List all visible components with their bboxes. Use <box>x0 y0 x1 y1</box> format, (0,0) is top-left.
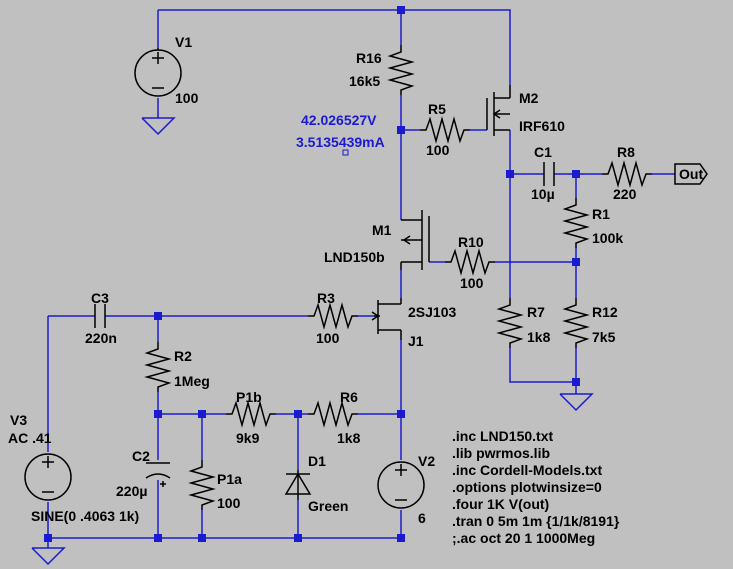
resistor-p1b[interactable] <box>226 400 276 428</box>
v3-value: AC .41 <box>8 430 52 446</box>
c3-name: C3 <box>91 290 109 306</box>
r16-name: R16 <box>356 50 382 66</box>
v2-value: 6 <box>418 510 426 526</box>
r16-value: 16k5 <box>349 73 380 89</box>
v3-source: SINE(0 .4063 1k) <box>31 508 139 524</box>
jfet-j1[interactable] <box>371 298 402 340</box>
resistor-r7[interactable] <box>496 298 524 348</box>
ground-symbol-r12 <box>559 393 594 412</box>
c3-value: 220n <box>85 330 117 346</box>
probe-cursor-icon <box>342 149 349 156</box>
junctions <box>44 6 580 542</box>
j1-name: J1 <box>408 333 424 349</box>
r1-value: 100k <box>592 230 623 246</box>
c2-name: C2 <box>132 448 150 464</box>
v1-value: 100 <box>175 90 199 106</box>
capacitor-c2[interactable] <box>145 462 171 487</box>
m1-value: LND150b <box>324 249 385 265</box>
c1-value: 10µ <box>531 186 555 202</box>
resistor-r3[interactable] <box>308 302 358 330</box>
directive-line: .inc LND150.txt <box>452 428 553 444</box>
mosfet-m1[interactable] <box>400 210 430 270</box>
operating-point-readout: 42.026527V 3.5135439mA <box>296 112 385 150</box>
r1-name: R1 <box>592 206 610 222</box>
d1-value: Green <box>308 498 348 514</box>
resistor-r16[interactable] <box>387 45 415 95</box>
resistor-r6[interactable] <box>308 400 358 428</box>
p1b-name: P1b <box>236 389 262 405</box>
directive-line: .tran 0 5m 1m {1/1k/8191} <box>452 513 620 529</box>
mosfet-m2[interactable] <box>486 85 511 136</box>
r2-value: 1Meg <box>174 373 210 389</box>
ground-symbol-v1 <box>141 117 176 136</box>
net-label-out: Out <box>679 166 703 182</box>
d1-name: D1 <box>308 453 326 469</box>
p1a-name: P1a <box>217 471 242 487</box>
r2-name: R2 <box>174 348 192 364</box>
r8-value: 220 <box>613 186 637 202</box>
voltage-source-v2[interactable] <box>377 461 425 509</box>
r12-name: R12 <box>592 304 618 320</box>
r6-name: R6 <box>340 389 358 405</box>
probe-voltage: 42.026527V <box>301 112 377 128</box>
r6-value: 1k8 <box>337 430 361 446</box>
resistor-r2[interactable] <box>144 342 172 392</box>
resistor-r1[interactable] <box>562 198 590 248</box>
v1-name: V1 <box>175 34 192 50</box>
directive-line: .options plotwinsize=0 <box>452 479 602 495</box>
m1-name: M1 <box>372 222 392 238</box>
v3-name: V3 <box>10 412 27 428</box>
spice-directives[interactable]: .inc LND150.txt .lib pwrmos.lib .inc Cor… <box>452 428 620 546</box>
r10-name: R10 <box>458 234 484 250</box>
resistor-r12[interactable] <box>562 298 590 348</box>
r10-value: 100 <box>460 275 484 291</box>
wires <box>47 9 675 548</box>
resistor-r8[interactable] <box>602 160 652 188</box>
net-flag-out[interactable] <box>674 163 708 185</box>
r7-value: 1k8 <box>527 329 551 345</box>
c1-name: C1 <box>534 144 552 160</box>
m2-name: M2 <box>519 90 539 106</box>
c2-value: 220µ <box>116 483 147 499</box>
r3-value: 100 <box>316 330 340 346</box>
resistor-r5[interactable] <box>420 116 470 144</box>
directive-line: ;.ac oct 20 1 1000Meg <box>452 530 595 546</box>
directive-line: .lib pwrmos.lib <box>452 445 550 461</box>
r5-name: R5 <box>428 101 446 117</box>
r3-name: R3 <box>317 290 335 306</box>
m2-value: IRF610 <box>519 118 565 134</box>
p1a-value: 100 <box>217 495 241 511</box>
voltage-source-v3[interactable] <box>24 453 72 501</box>
r12-value: 7k5 <box>592 329 616 345</box>
ground-symbol-v3 <box>31 547 66 566</box>
diode-d1[interactable] <box>284 470 312 500</box>
r8-name: R8 <box>617 144 635 160</box>
voltage-source-v1[interactable] <box>134 48 182 97</box>
resistor-r10[interactable] <box>445 248 495 276</box>
capacitor-c1[interactable] <box>543 162 555 186</box>
capacitor-c3[interactable] <box>94 304 106 328</box>
p1b-value: 9k9 <box>236 430 260 446</box>
probe-current: 3.5135439mA <box>296 134 385 150</box>
j1-value: 2SJ103 <box>408 304 456 320</box>
v2-name: V2 <box>418 453 435 469</box>
r5-value: 100 <box>426 142 450 158</box>
directive-line: .inc Cordell-Models.txt <box>452 462 602 478</box>
resistor-p1a[interactable] <box>188 460 216 510</box>
directive-line: .four 1K V(out) <box>452 496 549 512</box>
component-labels: V1 100 R16 16k5 M2 IRF610 R5 100 C1 10µ … <box>8 34 703 526</box>
r7-name: R7 <box>527 304 545 320</box>
